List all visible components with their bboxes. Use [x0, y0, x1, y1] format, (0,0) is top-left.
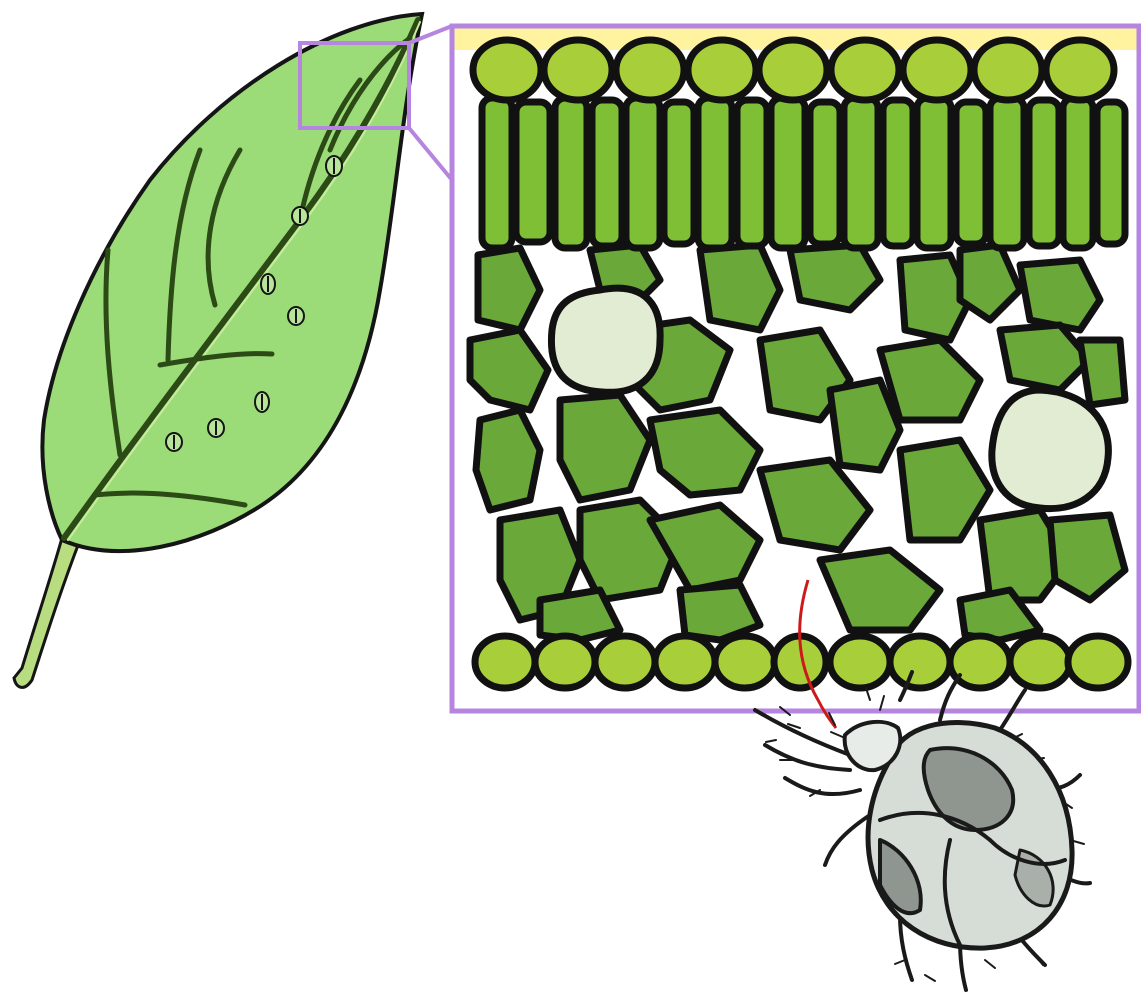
palisade-cell [1097, 102, 1125, 244]
epidermis-cell [831, 40, 899, 100]
palisade-cell [810, 102, 840, 244]
palisade-cell [516, 102, 550, 242]
leaf-petiole [14, 538, 80, 687]
epidermis-cell [1068, 636, 1128, 688]
mite-head [845, 722, 901, 770]
leaf [14, 14, 422, 687]
stoma [292, 207, 308, 225]
stoma [326, 156, 342, 176]
stoma [166, 433, 182, 451]
palisade-cell [917, 98, 951, 248]
upper-epidermis [473, 40, 1114, 100]
zoom-line-bottom [409, 128, 452, 180]
stoma [261, 274, 275, 294]
palisade-cell [1029, 100, 1059, 246]
epidermis-cell [903, 40, 971, 100]
palisade-cell [482, 98, 512, 248]
epidermis-cell [473, 40, 541, 100]
epidermis-cell [1046, 40, 1114, 100]
spider-mite [755, 672, 1090, 990]
epidermis-cell [715, 636, 775, 688]
cross-section-panel [452, 26, 1141, 711]
palisade-cell [844, 98, 878, 248]
palisade-cell [990, 98, 1024, 248]
palisade-cell [555, 98, 587, 248]
palisade-cell [698, 98, 732, 248]
epidermis-cell [688, 40, 756, 100]
mite-leg [825, 815, 870, 865]
epidermis-cell [950, 636, 1010, 688]
palisade-cell [592, 100, 622, 246]
stoma [208, 419, 224, 437]
palisade-cell [956, 102, 986, 244]
epidermis-cell [544, 40, 612, 100]
epidermis-cell [616, 40, 684, 100]
palisade-cell [626, 98, 660, 248]
epidermis-cell [890, 636, 950, 688]
palisade-layer [482, 98, 1125, 248]
epidermis-cell [1010, 636, 1070, 688]
palisade-cell [883, 100, 913, 246]
large-cell [992, 390, 1109, 509]
leaf-blade [42, 14, 422, 551]
palisade-cell [737, 100, 767, 246]
epidermis-cell [974, 40, 1042, 100]
epidermis-cell [830, 636, 890, 688]
stoma [288, 307, 304, 325]
palisade-cell [664, 102, 694, 244]
mite-leg [785, 778, 860, 794]
epidermis-cell [759, 40, 827, 100]
epidermis-cell [475, 636, 535, 688]
palisade-cell [1063, 98, 1093, 248]
epidermis-cell [535, 636, 595, 688]
palisade-cell [771, 98, 805, 248]
large-cell [551, 288, 660, 392]
epidermis-cell [595, 636, 655, 688]
stoma [255, 392, 269, 412]
epidermis-cell [655, 636, 715, 688]
